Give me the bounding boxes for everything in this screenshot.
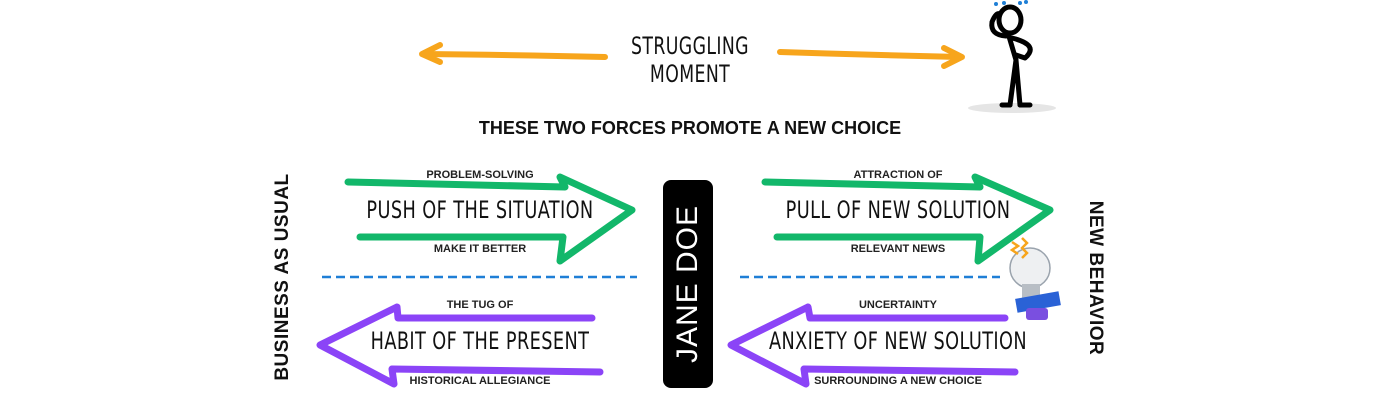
anxiety-below: SURROUNDING A NEW CHOICE <box>814 375 982 387</box>
confused-stick-figure <box>968 0 1056 113</box>
habit-below: HISTORICAL ALLEGIANCE <box>409 375 551 387</box>
subtitle: THESE TWO FORCES PROMOTE A NEW CHOICE <box>479 118 901 139</box>
struggling-moment-line2: MOMENT <box>649 60 731 88</box>
pull-title: PULL OF NEW SOLUTION <box>785 196 1011 224</box>
new-behavior-label: NEW BEHAVIOR <box>1085 200 1106 356</box>
lightbulb-icon <box>1009 237 1061 320</box>
push-below: MAKE IT BETTER <box>433 243 527 255</box>
subtitle-normal: THESE TWO FORCES PROMOTE <box>478 118 767 138</box>
habit-title: HABIT OF THE PRESENT <box>370 327 590 355</box>
anxiety-arrow <box>727 303 1019 388</box>
push-arrow <box>344 173 636 265</box>
struggle-arrow-right <box>777 45 965 69</box>
pull-above: ATTRACTION OF <box>853 169 943 181</box>
jane-doe-bar <box>663 180 713 388</box>
business-as-usual-label: BUSINESS AS USUAL <box>272 173 293 381</box>
push-title: PUSH OF THE SITUATION <box>366 196 594 224</box>
habit-arrow <box>316 303 604 388</box>
struggle-arrow-left <box>419 42 608 65</box>
push-above: PROBLEM-SOLVING <box>426 169 534 181</box>
habit-above: THE TUG OF <box>446 299 514 311</box>
pull-below: RELEVANT NEWS <box>850 243 946 255</box>
anxiety-title: ANXIETY OF NEW SOLUTION <box>768 327 1028 355</box>
pull-arrow <box>761 173 1054 265</box>
anxiety-above: UNCERTAINTY <box>858 299 938 311</box>
subtitle-bold: A NEW CHOICE <box>766 118 902 138</box>
struggling-moment-line1: STRUGGLING <box>631 32 749 60</box>
question-marks-icon <box>994 0 1028 6</box>
jane-doe-label: JANE DOE <box>671 204 704 364</box>
